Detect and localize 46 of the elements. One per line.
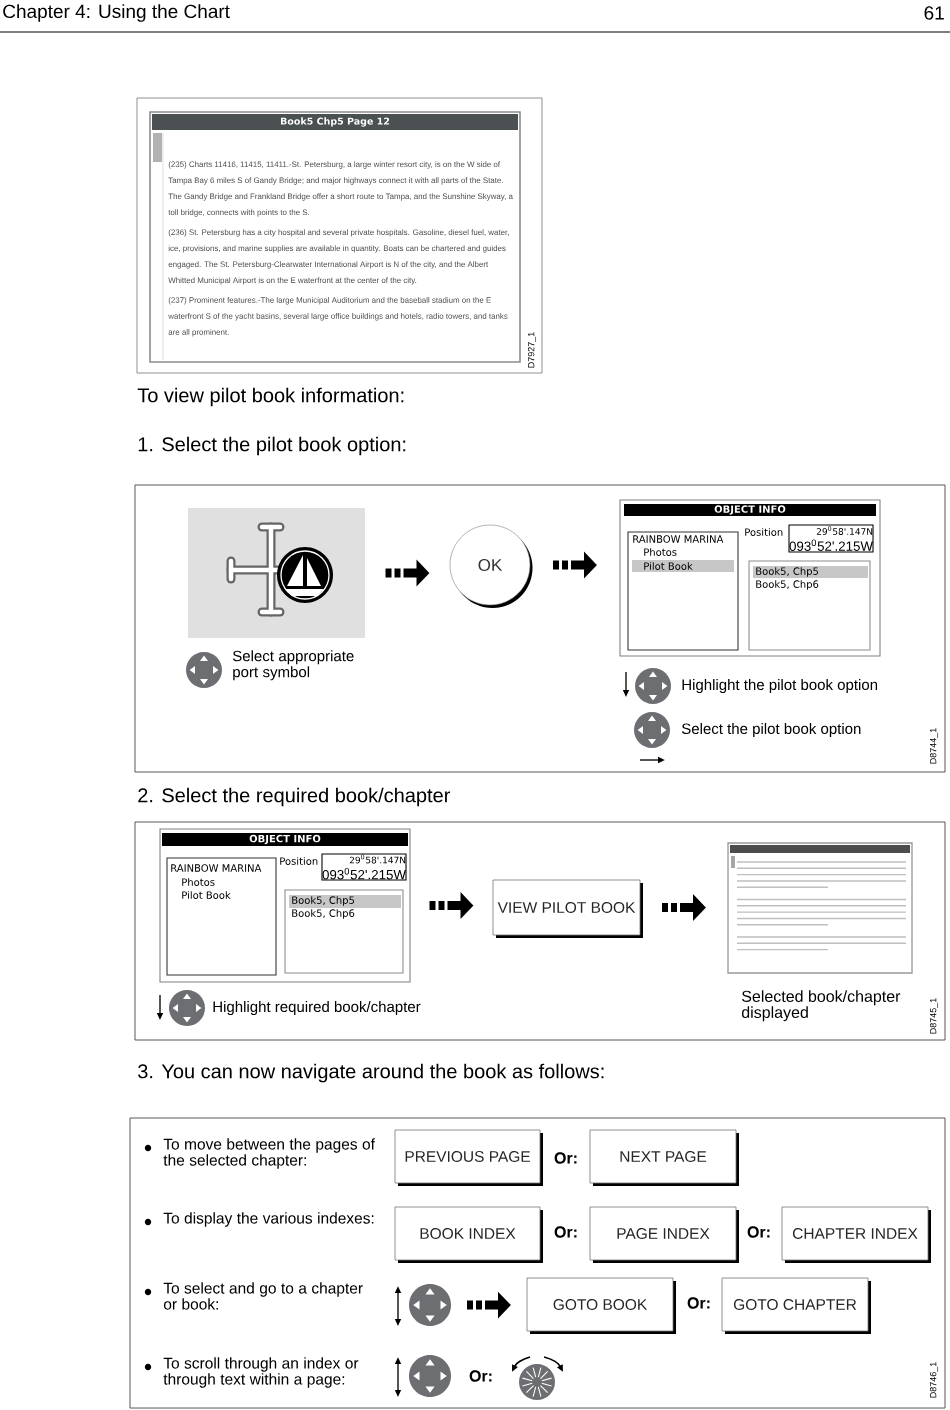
field-label: Position	[280, 857, 318, 865]
page-header: Chapter 4: Using the Chart	[3, 4, 230, 22]
button: VIEW PILOT BOOK	[492, 879, 643, 938]
instruction-text: To scroll through an index or through text within a page:	[163, 1357, 359, 1388]
figure-code: D8745_1	[930, 998, 939, 1034]
or-text: Or:	[554, 1152, 577, 1164]
figure-code: D8746_1	[930, 1362, 939, 1398]
screen	[149, 111, 521, 363]
instruction-text: Highlight the pilot book option	[682, 679, 878, 693]
ok-button: OK	[449, 524, 533, 608]
or-text: Or:	[554, 1226, 577, 1238]
step-heading: 1. Select the pilot book option:	[138, 436, 406, 456]
step-heading: 3. You can now navigate around the book as follows:	[138, 1063, 604, 1083]
or-text: Or:	[469, 1370, 492, 1382]
port-symbol-drawing	[188, 508, 365, 638]
caption-text: Selected book/chapter displayed	[741, 990, 901, 1022]
button: CHAPTER INDEX	[781, 1206, 931, 1263]
instruction-text: Select the pilot book option	[681, 723, 861, 737]
instruction-text: To select and go to a chapter or book:	[163, 1282, 363, 1310]
instruction-text: To move between the pages of the selected chapter:	[163, 1138, 375, 1169]
button: PAGE INDEX	[589, 1206, 739, 1263]
trackpad-icon	[409, 1284, 451, 1326]
heading: To view pilot book information:	[137, 387, 404, 407]
list-box: Book5, Chp5 Book5, Chp6	[748, 560, 871, 651]
position-box: 29$^{0}$58'.147N 093$^{0}$52'.215W	[788, 524, 874, 553]
instruction-text: Highlight required book/chapter	[213, 1001, 421, 1015]
button: PREVIOUS PAGE	[394, 1129, 543, 1186]
or-text: Or:	[687, 1297, 710, 1309]
figure-code: D8744_1	[930, 728, 939, 764]
position-box: 29$^{0}$58'.147N 093$^{0}$52'.215W	[321, 853, 407, 881]
or-text: Or:	[747, 1226, 770, 1238]
screenshot-drawing	[727, 842, 913, 974]
title-bar: OBJECT INFO	[162, 833, 408, 846]
instruction-text: To display the various indexes:	[163, 1212, 374, 1227]
title-bar: Book5 Chp5 Page 12	[152, 114, 518, 130]
button: GOTO CHAPTER	[721, 1277, 871, 1334]
page-number: 61	[924, 6, 944, 20]
button: GOTO BOOK	[526, 1277, 676, 1334]
step-heading: 2. Select the required book/chapter	[138, 787, 450, 807]
button: BOOK INDEX	[394, 1206, 543, 1263]
field-label: Position	[745, 528, 783, 536]
list-box: RAINBOW MARINA Photos Pilot Book	[166, 857, 277, 976]
list-box: Book5, Chp5 Book5, Chp6	[284, 889, 404, 974]
title-bar: OBJECT INFO	[624, 504, 876, 516]
button: NEXT PAGE	[589, 1129, 739, 1186]
list-box: RAINBOW MARINA Photos Pilot Book	[627, 531, 739, 651]
